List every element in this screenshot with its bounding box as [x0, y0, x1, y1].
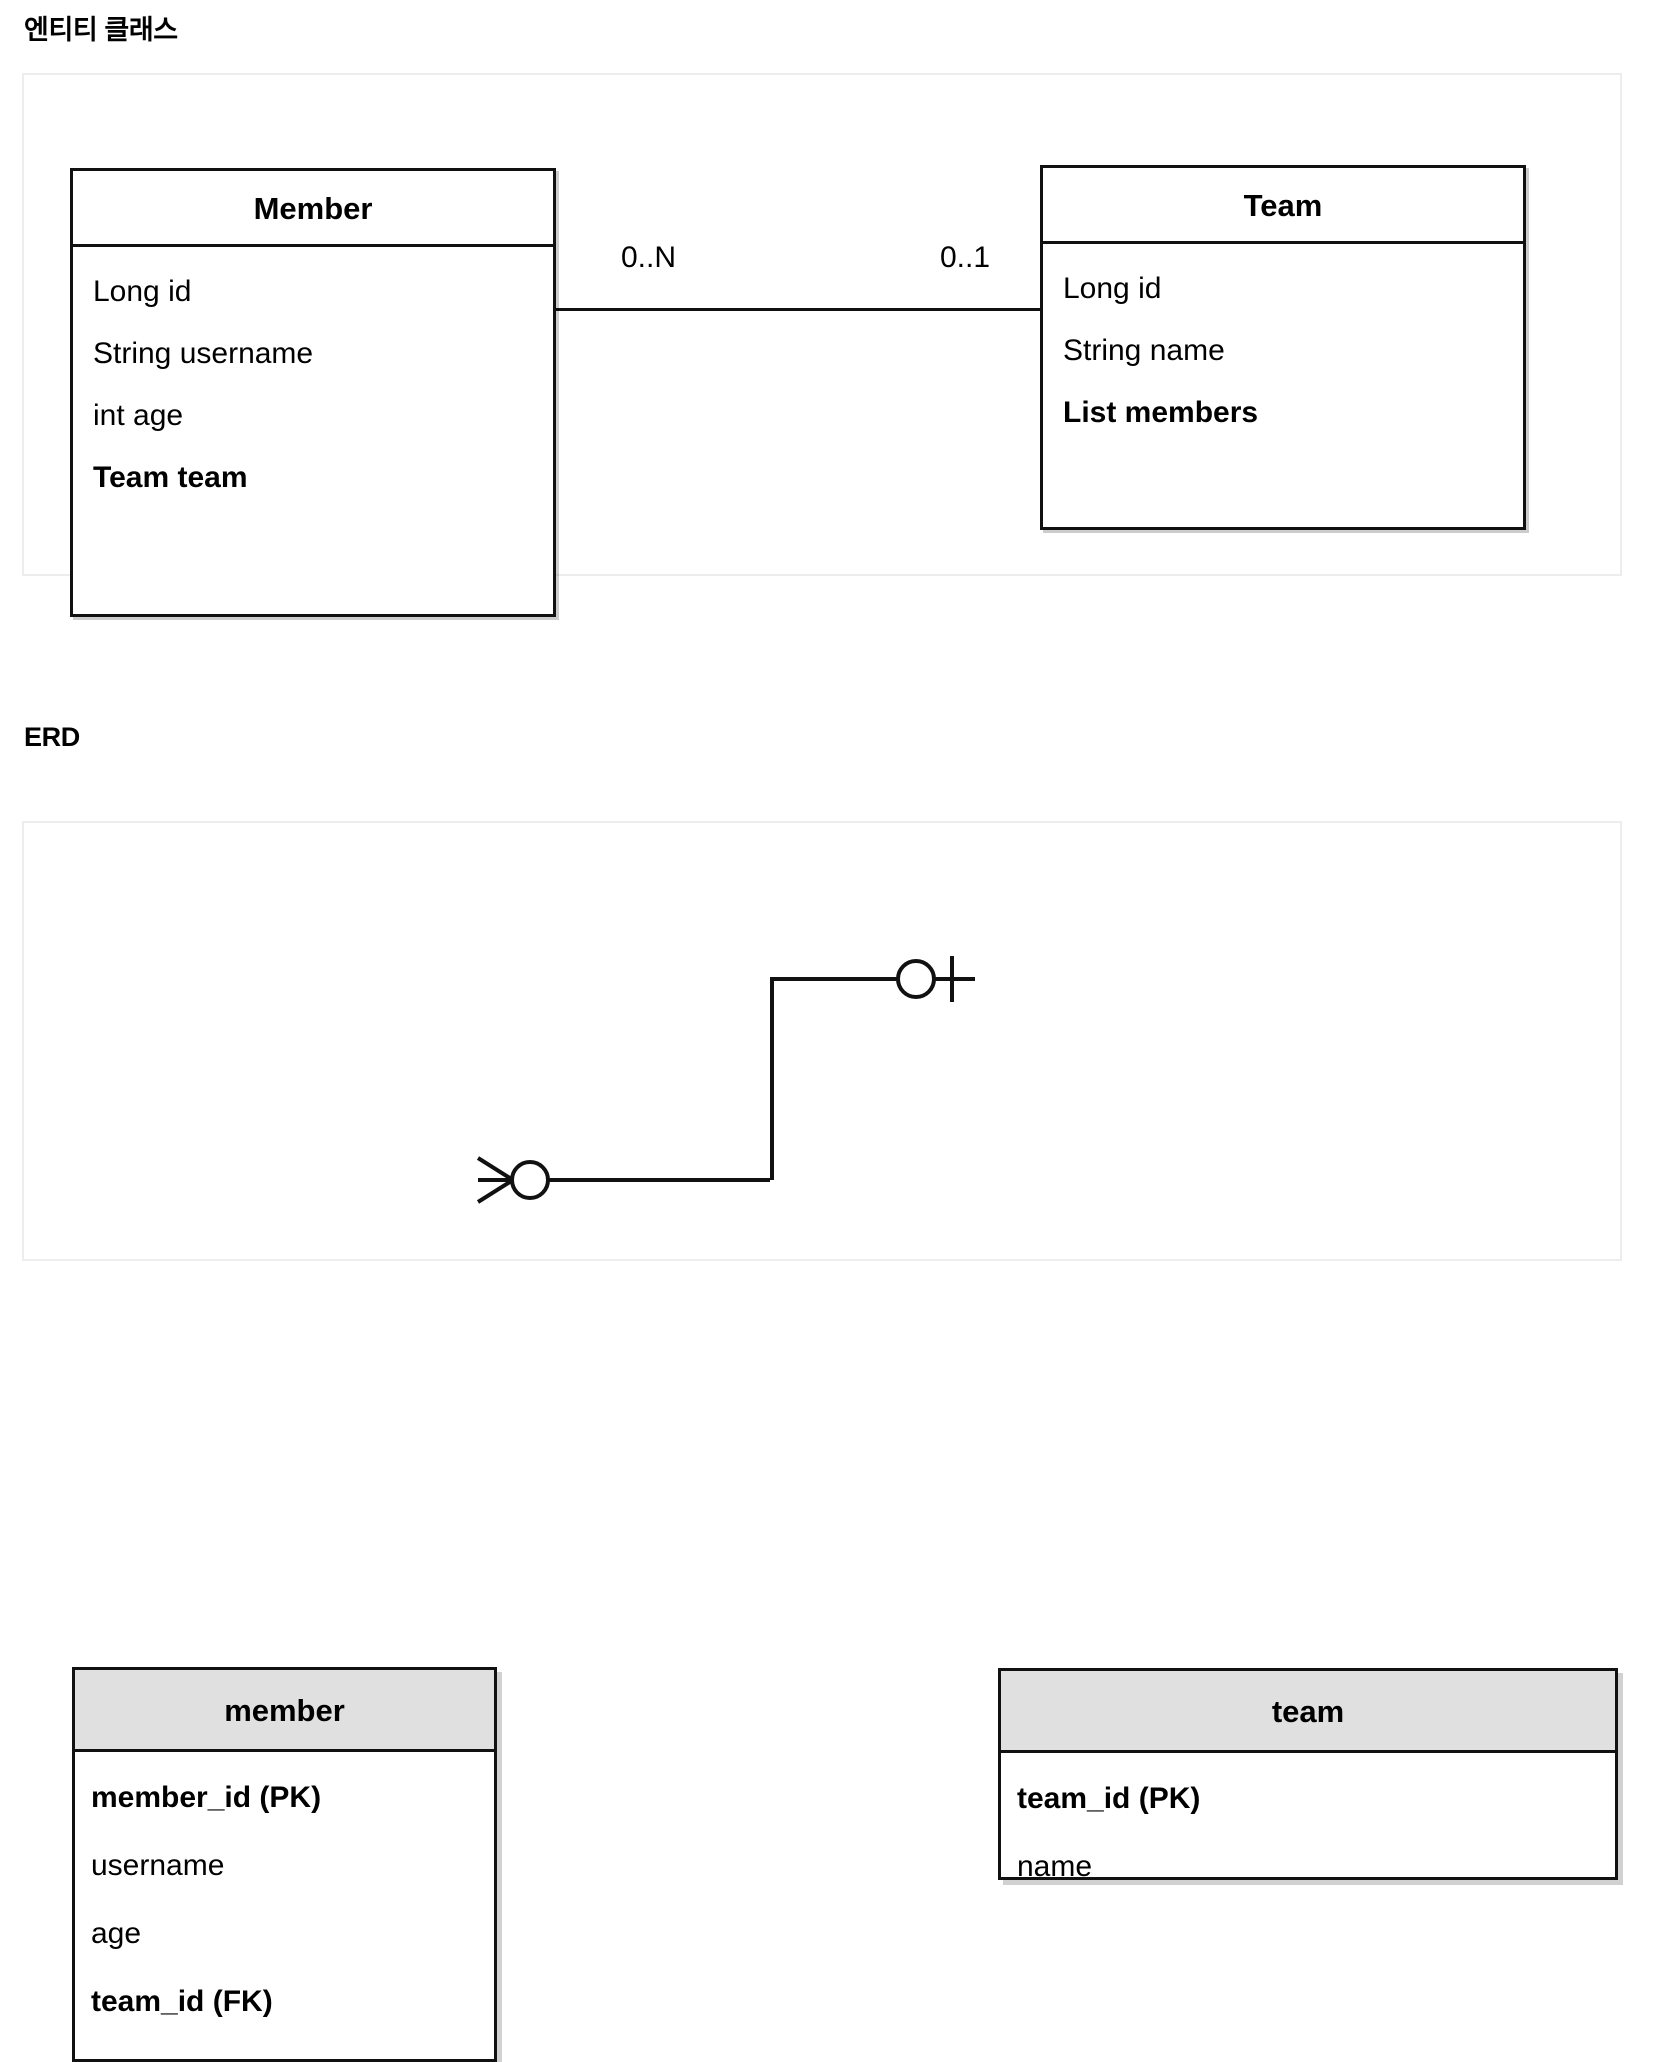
- uml-attribute-list-member: Long id String username int age Team tea…: [73, 247, 553, 519]
- erd-column: team_id (FK): [91, 1985, 273, 2018]
- erd-section-title: ERD: [24, 722, 80, 752]
- uml-multiplicity-source: 0..N: [621, 241, 677, 274]
- uml-class-team[interactable]: Team Long id String name List members: [1040, 165, 1526, 530]
- entity-class-panel: 0..N 0..1 Member Long id String username…: [22, 73, 1622, 617]
- uml-multiplicity-target: 0..1: [940, 241, 991, 274]
- uml-association-line: [554, 308, 1044, 311]
- uml-class-name-member: Member: [73, 171, 553, 247]
- uml-class-name-team: Team: [1043, 168, 1523, 244]
- erd-column-list-member: member_id (PK) username age team_id (FK): [75, 1752, 494, 2036]
- uml-attribute: String username: [93, 337, 314, 370]
- uml-attribute: Long id: [93, 275, 192, 308]
- uml-attribute: List members: [1063, 396, 1259, 429]
- erd-table-name-team: team: [1001, 1671, 1615, 1753]
- erd-table-name-member: member: [75, 1670, 494, 1752]
- erd-table-team[interactable]: team team_id (PK) name: [998, 1668, 1618, 1882]
- uml-class-member[interactable]: Member Long id String username int age T…: [70, 168, 556, 617]
- uml-attribute-list-team: Long id String name List members: [1043, 244, 1523, 454]
- uml-attribute: int age: [93, 399, 184, 432]
- erd-panel: member member_id (PK) username age team_…: [22, 821, 1622, 2062]
- erd-column: age: [91, 1917, 142, 1950]
- erd-column: member_id (PK): [91, 1781, 322, 1814]
- erd-column-list-team: team_id (PK) name: [1001, 1753, 1615, 1901]
- erd-table-member[interactable]: member member_id (PK) username age team_…: [72, 1667, 497, 2062]
- erd-column: username: [91, 1849, 225, 1882]
- erd-column: team_id (PK): [1017, 1782, 1201, 1815]
- entity-class-section-title: 엔티티 클래스: [24, 15, 178, 45]
- uml-attribute: Team team: [93, 461, 248, 494]
- uml-attribute: String name: [1063, 334, 1225, 367]
- uml-attribute: Long id: [1063, 272, 1162, 305]
- erd-column: name: [1017, 1850, 1093, 1883]
